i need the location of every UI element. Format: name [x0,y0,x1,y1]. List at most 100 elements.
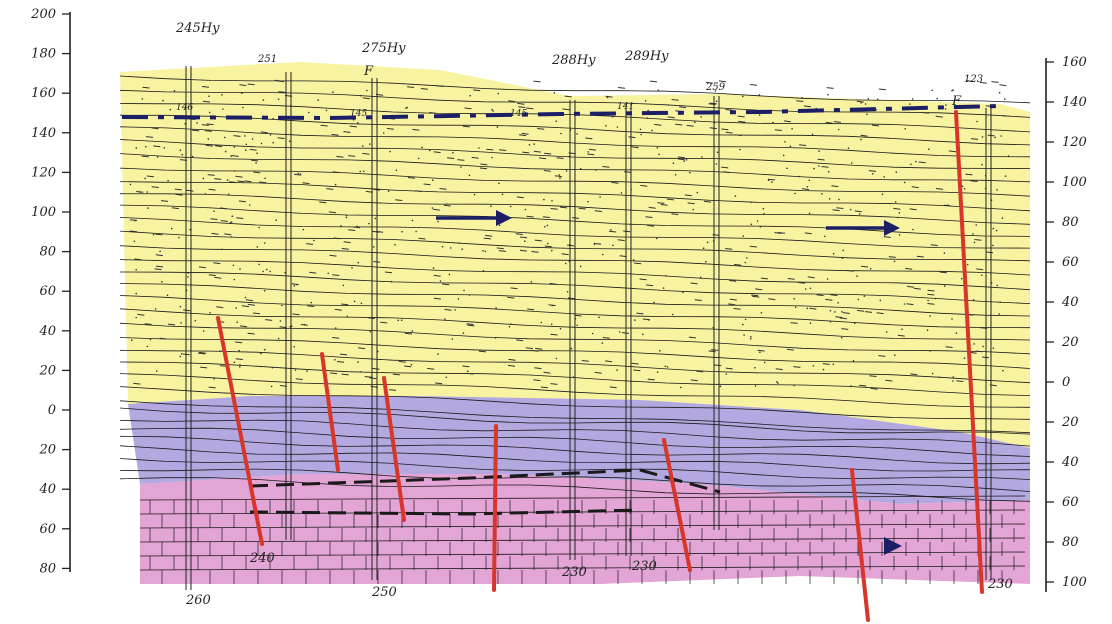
well-label: 250 [371,585,397,600]
well-labels-top: 245Hy 251 275Hy 288Hy 289Hy 259 123 [175,21,983,93]
sand-dot [457,298,460,300]
lith-dash [790,322,798,324]
sand-dot [369,143,371,145]
lith-dash [856,309,865,312]
lith-dash [364,376,372,378]
sand-dot [553,92,556,94]
lith-dash [690,282,698,285]
sand-dot [156,156,159,158]
sand-dot [850,385,852,387]
sand-dot [963,357,966,360]
lith-dash [623,230,631,233]
lith-dash [507,296,515,299]
sand-dot [260,365,262,368]
sand-dot [992,347,995,350]
lith-dash [291,283,299,286]
lith-dash [348,155,356,157]
sand-dot [296,283,298,286]
lith-dash [878,88,886,91]
sand-dot [784,141,786,143]
lith-dash [306,243,314,245]
sand-dot [236,321,238,324]
sand-dot [213,210,215,212]
lith-dash [210,218,218,220]
lith-dash [130,230,138,233]
lith-dash [906,285,915,288]
sand-dot [233,278,236,281]
sand-dot [927,299,929,302]
sand-dot [793,298,795,300]
lith-dash [897,334,905,337]
sand-dot [714,90,717,92]
lith-dash [247,83,255,86]
sand-dot [992,244,994,247]
marker-labels: 146 145 145 141 [176,102,634,119]
lith-dash [544,152,552,155]
lith-dash [433,297,441,300]
lith-dash [970,180,978,182]
sand-dot [1007,155,1010,157]
marker-label: 141 [617,102,634,112]
lith-dash [617,239,625,242]
sand-dot [482,250,484,252]
sand-dot [162,99,164,102]
lith-dash [864,311,873,313]
sand-dot [194,319,197,322]
well-label: 240 [249,551,275,566]
sand-dot [169,108,172,111]
lith-dash [367,317,375,319]
lith-dash [666,198,674,201]
sand-dot [881,193,884,196]
well-labels-bottom: 260 240 250 230 230 230 [185,551,1013,608]
lith-dash [295,378,303,380]
sand-dot [642,333,644,336]
sand-dot [360,302,363,305]
sand-dot [146,191,148,193]
sand-dot [791,128,793,130]
axis-tick-label: 20 [38,443,56,458]
sand-dot [551,249,553,252]
lith-dash [542,216,550,218]
sand-dot [926,329,929,332]
lith-dash [201,86,210,88]
lith-dash [471,156,479,159]
sand-dot [821,193,823,195]
sand-dot [445,376,448,379]
axis-tick-label: 160 [1062,55,1087,70]
sand-dot [931,372,934,375]
lith-dash [609,386,617,389]
lith-dash [213,262,221,265]
sand-dot [840,336,843,339]
sand-dot [302,228,305,231]
sand-dot [616,126,619,128]
lith-dash [207,174,215,176]
lith-dash [725,248,733,250]
sand-dot [598,316,600,319]
sand-dot [180,353,183,355]
lith-dash [235,358,243,360]
lith-dash [631,362,639,365]
lith-dash [508,358,516,361]
lith-dash [279,326,287,329]
lith-dash [721,128,729,131]
sand-dot [725,373,728,375]
lith-dash [876,312,884,315]
sand-dot [992,227,995,230]
lith-dash [159,337,167,340]
lith-dash [554,175,562,178]
sand-dot [401,230,403,233]
lith-dash [787,278,795,280]
well-label: 230 [561,565,587,580]
sand-dot [813,167,815,170]
axis-tick-label: 160 [31,86,56,101]
lith-dash [435,382,443,385]
lith-dash [679,106,687,109]
lith-dash [560,206,568,209]
lith-dash [197,352,205,355]
lith-dash [293,173,302,176]
sand-dot [952,89,954,91]
sand-dot [279,320,282,322]
sand-dot [934,297,937,300]
sand-dot [141,98,144,100]
sand-dot [202,330,205,332]
